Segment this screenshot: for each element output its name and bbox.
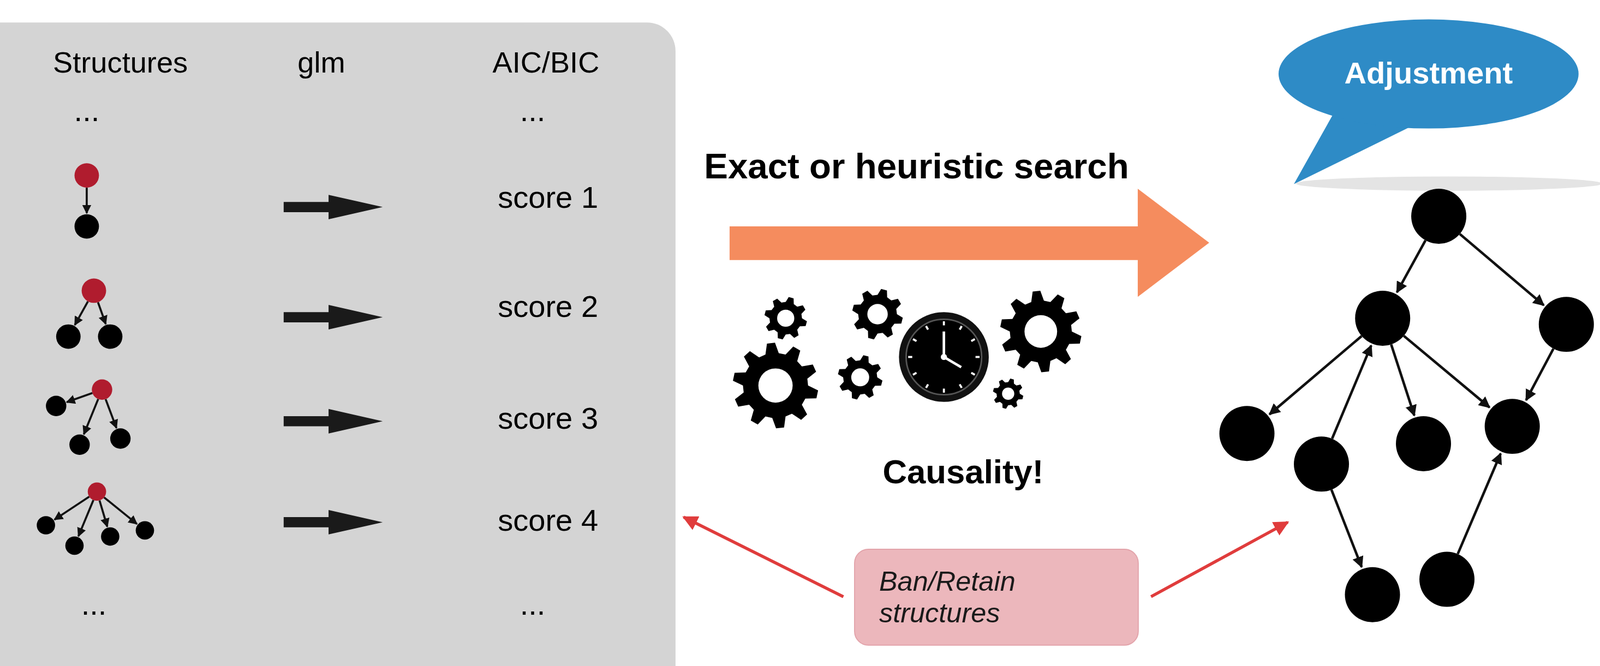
table-cell: score 2 [497,289,599,324]
causality-label: Causality! [882,454,1044,492]
gear [764,297,808,340]
graph-node [1293,436,1349,492]
icon-arrow [98,302,106,325]
clock-tick [971,372,975,375]
fit-arrow [283,510,383,535]
gear [993,378,1024,410]
clock-tick [926,384,929,388]
table-cell: score 3 [497,401,599,436]
icon-arrow [54,497,90,521]
graph-node [1395,416,1452,472]
fit-arrow [283,194,383,220]
icon-arrow [85,187,88,214]
icon-root-node [87,482,107,501]
clock-tick [975,356,980,359]
gear [852,289,904,340]
icon-node [74,214,100,240]
icon-node [45,396,67,417]
icon-root-node [74,163,100,188]
table-panel [0,22,676,666]
clock-tick [971,339,975,342]
icon-arrow [104,497,137,525]
clock-tick [942,388,946,393]
table-cell: score 4 [497,503,599,538]
graph-arrow [1403,336,1490,408]
graph-arrow [1332,345,1372,439]
icon-arrow [66,393,93,403]
icon-root-node [91,379,112,400]
icon-arrow [105,399,117,429]
clock-tick [959,326,963,330]
table-panel: Structures glm AIC/BIC...... score 1 score 2… [0,22,676,666]
clock-tick [908,356,912,359]
note-text: Ban/Retain structures [879,565,1113,630]
gear [838,355,883,400]
icon-arrow [78,500,94,537]
icon-node [100,527,120,547]
speech-bubble: Adjustment [1278,19,1579,129]
row-arrows [283,194,383,535]
icon-node [98,324,123,350]
fit-arrow [283,409,383,434]
fit-arrow [283,305,383,330]
column-header: Structures [52,46,188,80]
graph-arrow [1396,240,1426,293]
graph-node [1484,398,1540,455]
clock-tick [912,339,917,342]
causal-graph [1219,188,1594,623]
table-cell: ... [81,587,107,622]
gears-icon [732,289,1082,429]
clock-tick [926,326,929,330]
note-box: Ban/Retain structures [853,548,1139,646]
graph-node [1354,290,1411,346]
graph-node [1538,296,1594,352]
bubble-shadow [1296,176,1600,191]
column-header: glm [297,46,345,80]
graph-arrow [1459,234,1544,306]
graph-arrow [1331,490,1362,568]
clock-tick [912,372,917,375]
search-label: Exact or heuristic search [703,146,1129,187]
graph-node [1345,567,1401,623]
graph-arrow [1390,344,1414,416]
clock-tick [942,321,946,326]
icon-arrow [99,500,107,527]
pointer-arrow [1150,522,1288,597]
clock-tick [959,384,963,388]
clock-icon [898,312,989,403]
gear [732,342,819,429]
table-cell: score 1 [497,180,599,214]
icon-node [69,434,90,456]
bubble-text: Adjustment [1344,55,1514,92]
structure-icons [36,163,154,555]
icon-arrow [84,399,99,435]
table-cell: ... [74,93,100,128]
graph-arrow [1457,453,1501,554]
graph-arrow [1526,348,1554,400]
icon-node [135,521,155,541]
pointer-arrow [683,517,844,597]
graph-node [1411,188,1467,244]
graph-node [1419,552,1475,608]
gear [1000,290,1082,373]
icon-node [110,428,131,449]
icon-node [65,536,85,556]
table-cell: ... [520,587,546,622]
icon-node [36,516,56,535]
column-header: AIC/BIC [492,46,600,80]
icon-arrow [74,301,88,326]
icon-node [56,324,81,350]
graph-node [1219,406,1275,462]
bubble-ellipse [1278,19,1579,129]
search-arrow [729,188,1210,297]
icon-root-node [81,278,107,303]
table-cell: ... [520,93,546,128]
